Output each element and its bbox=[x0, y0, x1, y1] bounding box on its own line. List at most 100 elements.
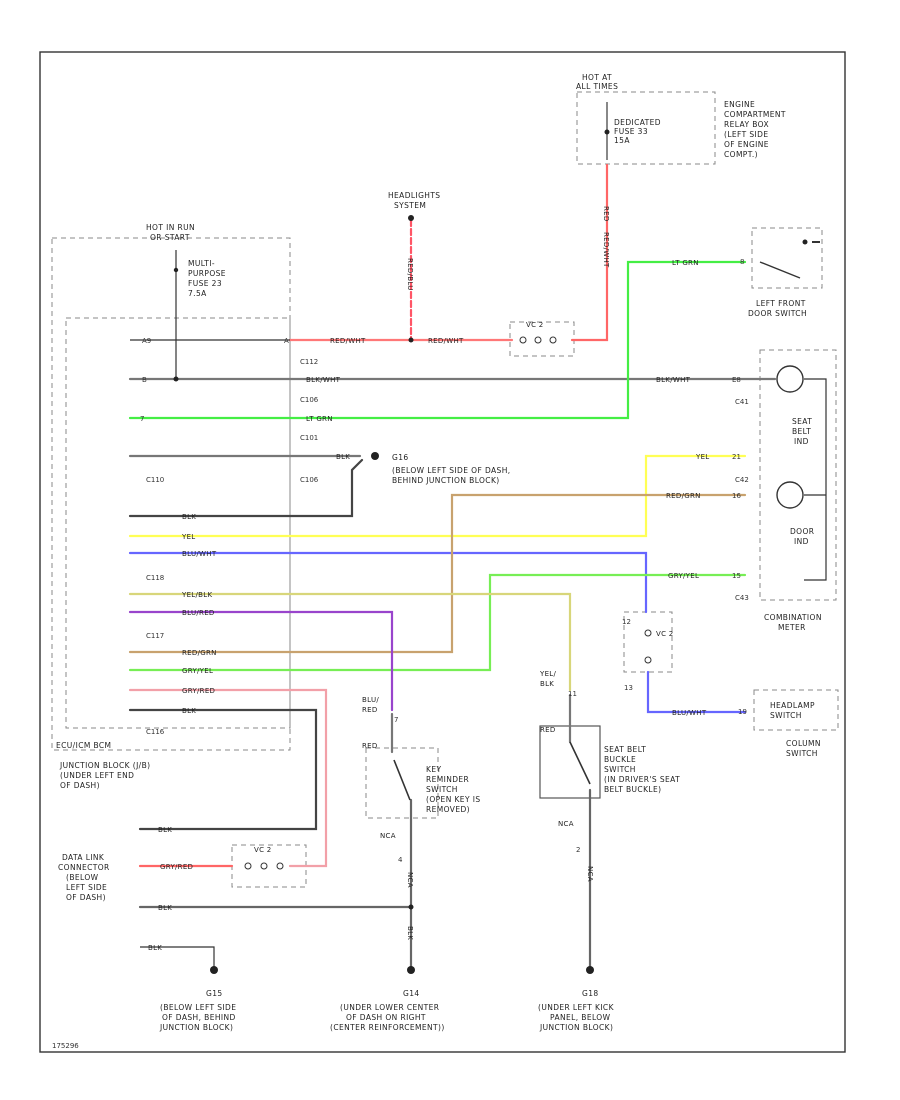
pin-6: 21 bbox=[732, 453, 741, 461]
wl-red-grn: RED/GRN bbox=[182, 649, 217, 657]
wire-blk-g16-drop bbox=[128, 458, 364, 518]
jb-inner-outline bbox=[65, 317, 291, 729]
pin-1: A9 bbox=[142, 337, 151, 345]
door-ind-lamp bbox=[776, 481, 804, 509]
wl-nca-sbs: NCA bbox=[558, 820, 574, 828]
diagram-frame bbox=[39, 51, 846, 1053]
wire-gry-yel bbox=[128, 573, 747, 672]
label-key-3: SWITCH bbox=[426, 785, 458, 794]
combination-meter-outline bbox=[759, 349, 837, 601]
label-g15-desc-1: (BELOW LEFT SIDE bbox=[160, 1003, 236, 1012]
conn-c117: C117 bbox=[146, 632, 164, 640]
key-reminder-switch-symbol bbox=[393, 759, 411, 801]
wl-red-grn-r: RED/GRN bbox=[666, 492, 701, 500]
pin-11: 13 bbox=[624, 684, 633, 692]
pin-13: 4 bbox=[398, 856, 403, 864]
conn-c112: C112 bbox=[300, 358, 318, 366]
key-reminder-outline bbox=[365, 747, 439, 819]
label-jb-2: (UNDER LEFT END bbox=[60, 771, 134, 780]
label-dlc-5: OF DASH) bbox=[66, 893, 106, 902]
label-g14-desc-3: (CENTER REINFORCEMENT)) bbox=[330, 1023, 445, 1032]
wl-vc2-a: VC 2 bbox=[526, 321, 544, 329]
label-engine-comp-3: RELAY BOX bbox=[724, 120, 769, 129]
label-fuse33-3: 15A bbox=[614, 136, 630, 145]
label-key-1: KEY bbox=[426, 765, 441, 774]
wl-lt-grn-r: LT GRN bbox=[672, 259, 699, 267]
label-engine-comp-1: ENGINE bbox=[724, 100, 755, 109]
label-mp-fuse-3: FUSE 23 bbox=[188, 279, 222, 288]
wl-blu-red-2: BLU/ bbox=[362, 696, 379, 704]
wl-yel-blk: YEL/BLK bbox=[181, 591, 212, 599]
wl-blu-wht-r: BLU/WHT bbox=[672, 709, 707, 717]
label-column-2: SWITCH bbox=[786, 749, 818, 758]
wl-blk-g14: BLK bbox=[406, 926, 414, 940]
label-dlc-1: DATA LINK bbox=[62, 853, 105, 862]
label-footer-code: 175296 bbox=[52, 1042, 79, 1050]
label-g18-desc-1: (UNDER LEFT KICK bbox=[538, 1003, 615, 1012]
label-key-5: REMOVED) bbox=[426, 805, 470, 814]
ground-g15-symbol bbox=[210, 966, 218, 974]
label-sbs-1: SEAT BELT bbox=[604, 745, 646, 754]
wl-red-key: RED bbox=[362, 742, 378, 750]
wl-gry-red: GRY/RED bbox=[182, 687, 215, 695]
label-key-2: REMINDER bbox=[426, 775, 469, 784]
conn-c106b: C106 bbox=[300, 476, 319, 484]
label-engine-comp-5: OF ENGINE bbox=[724, 140, 769, 149]
wl-yel-blk-3: BLK bbox=[540, 680, 554, 688]
pin-7: E8 bbox=[732, 376, 741, 384]
label-mp-fuse-4: 7.5A bbox=[188, 289, 207, 298]
wl-red-blu: RED/BLU bbox=[406, 258, 414, 291]
label-g16-desc-2: BEHIND JUNCTION BLOCK) bbox=[392, 476, 500, 485]
wire-red-feed bbox=[570, 163, 609, 342]
label-seat-belt-1: SEAT bbox=[792, 417, 812, 426]
label-headlights-2: SYSTEM bbox=[394, 201, 426, 210]
label-dlc-4: LEFT SIDE bbox=[66, 883, 107, 892]
wire-yel-blk bbox=[128, 592, 572, 692]
junction-block-outline bbox=[51, 237, 291, 751]
conn-c101: C101 bbox=[300, 434, 318, 442]
label-lf-door-1: LEFT FRONT bbox=[756, 299, 806, 308]
label-hot-run-2: OR START bbox=[150, 233, 190, 242]
label-engine-comp-4: (LEFT SIDE bbox=[724, 130, 768, 139]
wire-lt-grn bbox=[128, 260, 747, 420]
conn-c42: C42 bbox=[735, 476, 749, 484]
label-seat-belt-3: IND bbox=[794, 437, 809, 446]
wl-lt-grn: LT GRN bbox=[306, 415, 333, 423]
lf-door-switch-symbol bbox=[759, 261, 801, 279]
pin-12: 7 bbox=[394, 716, 398, 724]
wl-red-wht-a: RED/WHT bbox=[330, 337, 366, 345]
ground-g18-symbol bbox=[586, 966, 594, 974]
label-g16-id: G16 bbox=[392, 453, 409, 462]
label-fuse33-1: DEDICATED bbox=[614, 118, 661, 127]
label-door-ind-2: IND bbox=[794, 537, 809, 546]
headlamp-switch-outline bbox=[753, 689, 839, 731]
wl-blk-516: BLK bbox=[182, 513, 196, 521]
pin-3: B bbox=[142, 376, 147, 384]
wl-blu-red: BLU/RED bbox=[182, 609, 215, 617]
wl-red-sbs: RED bbox=[540, 726, 556, 734]
label-g14-desc-1: (UNDER LOWER CENTER bbox=[340, 1003, 439, 1012]
ground-g14-symbol bbox=[407, 966, 415, 974]
wl-red-feed: RED bbox=[602, 206, 610, 222]
wl-blk-wht-r: BLK/WHT bbox=[656, 376, 691, 384]
label-g15-id: G15 bbox=[206, 989, 223, 998]
label-hot-battery-2: ALL TIMES bbox=[576, 82, 618, 91]
wl-blk-907: BLK bbox=[158, 904, 172, 912]
label-engine-comp-2: COMPARTMENT bbox=[724, 110, 786, 119]
wire-gry-red bbox=[128, 688, 328, 868]
pin-10: 12 bbox=[622, 618, 631, 626]
wire-blu-wht bbox=[128, 551, 648, 614]
label-combination-1: COMBINATION bbox=[764, 613, 822, 622]
label-g14-desc-2: OF DASH ON RIGHT bbox=[346, 1013, 426, 1022]
wl-nc-2: NCA bbox=[586, 866, 594, 882]
wl-yel: YEL bbox=[181, 533, 196, 541]
label-dlc-3: (BELOW bbox=[66, 873, 99, 882]
label-g15-desc-2: OF DASH, BEHIND bbox=[162, 1013, 236, 1022]
conn-c118: C118 bbox=[146, 574, 164, 582]
ground-g16-symbol bbox=[371, 452, 379, 460]
wire-blk-g15 bbox=[140, 946, 215, 968]
wl-yel-blk-2: YEL/ bbox=[539, 670, 556, 678]
label-sbs-3: SWITCH bbox=[604, 765, 636, 774]
label-g15-desc-3: JUNCTION BLOCK) bbox=[159, 1023, 233, 1032]
